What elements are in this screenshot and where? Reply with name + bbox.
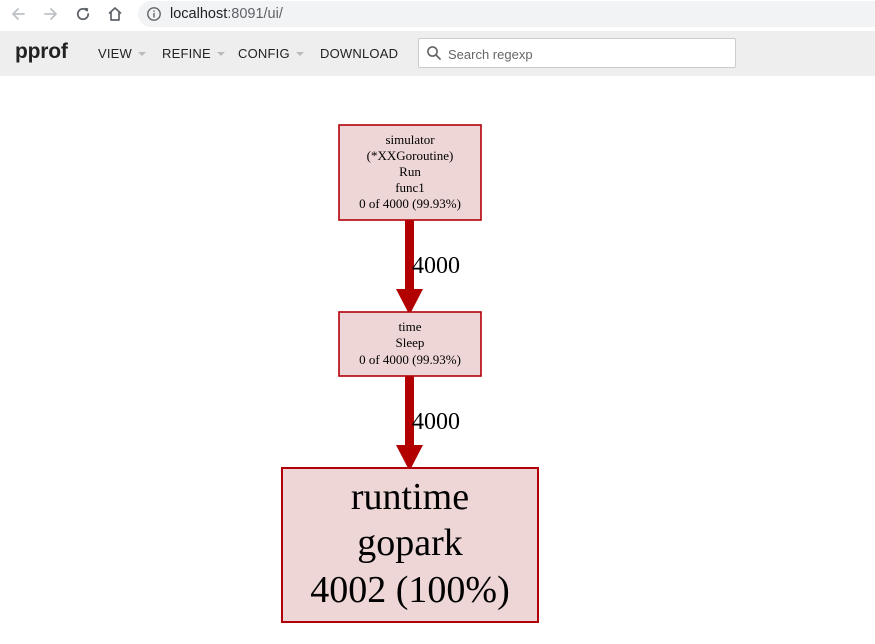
graph-node[interactable]: time Sleep 0 of 4000 (99.93%) [338, 311, 482, 377]
node-label-line: Sleep [396, 335, 425, 350]
caret-down-icon [138, 51, 147, 56]
caret-down-icon [295, 51, 304, 56]
edge-label: 4000 [412, 409, 460, 435]
graph-edge[interactable]: 4000 [396, 376, 460, 471]
forward-button[interactable] [40, 3, 62, 25]
node-label-line: func1 [395, 180, 425, 195]
forward-arrow-icon [44, 8, 57, 20]
address-bar[interactable]: localhost:8091/ui/ [138, 1, 875, 27]
menu-config-label: CONFIG [238, 46, 290, 61]
pprof-header: pprof VIEW REFINE CONFIG DOWNLOAD [0, 31, 875, 76]
menu-view-label: VIEW [98, 46, 133, 61]
node-label-line: time [398, 319, 421, 334]
pprof-logo[interactable]: pprof [15, 40, 68, 63]
node-label-line: 4002 (100%) [310, 569, 509, 611]
url-text: localhost:8091/ui/ [170, 6, 283, 22]
reload-button[interactable] [72, 3, 94, 25]
node-label-line: simulator [385, 132, 435, 147]
menu-view[interactable]: VIEW [98, 46, 147, 61]
search-icon [427, 46, 441, 60]
node-label-line: 0 of 4000 (99.93%) [359, 352, 461, 367]
info-icon [147, 7, 161, 21]
home-icon [108, 7, 122, 21]
url-host: localhost [170, 6, 228, 22]
browser-toolbar: localhost:8091/ui/ [0, 0, 875, 28]
graph-node[interactable]: simulator (*XXGoroutine) Run func1 0 of … [338, 124, 482, 221]
reload-icon [76, 7, 90, 21]
node-label-line: runtime [351, 476, 469, 518]
menu-config[interactable]: CONFIG [238, 46, 304, 61]
node-label-line: (*XXGoroutine) [367, 148, 454, 163]
url-path: :8091/ui/ [227, 6, 283, 22]
node-label-line: gopark [357, 522, 463, 564]
search-input[interactable] [446, 43, 730, 65]
edge-label: 4000 [412, 253, 460, 279]
node-label-line: 0 of 4000 (99.93%) [359, 196, 461, 211]
menu-download-label: DOWNLOAD [320, 46, 399, 61]
node-label-line: Run [399, 164, 421, 179]
back-arrow-icon [12, 8, 25, 20]
menu-refine[interactable]: REFINE [162, 46, 225, 61]
graph-edge[interactable]: 4000 [396, 220, 460, 315]
home-button[interactable] [104, 3, 126, 25]
menu-refine-label: REFINE [162, 46, 211, 61]
search-box[interactable] [418, 38, 736, 68]
caret-down-icon [216, 51, 225, 56]
graph-node[interactable]: runtime gopark 4002 (100%) [281, 467, 539, 623]
menu-download[interactable]: DOWNLOAD [320, 46, 398, 61]
back-button[interactable] [7, 3, 29, 25]
